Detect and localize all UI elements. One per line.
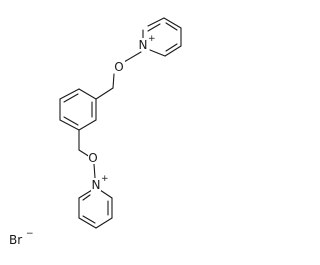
bond (59, 119, 80, 131)
atom-label-bottom-n: N (92, 178, 101, 192)
top-linker (95, 51, 142, 100)
double-bond-inner (63, 93, 79, 103)
bond (78, 189, 93, 199)
double-bond-inner (82, 215, 96, 224)
bond (78, 88, 97, 100)
counterion-label: Br (9, 233, 22, 247)
atom-bottom-o: O (88, 151, 99, 165)
atom-label-top-o: O (114, 60, 123, 74)
bond (59, 88, 80, 100)
bond (99, 189, 113, 199)
atom-bottom-n: N + (91, 174, 109, 192)
bond (95, 217, 113, 229)
double-bond-inner (82, 194, 91, 201)
counterion-charge: − (26, 229, 34, 239)
bromide-counterion: Br − (9, 229, 34, 247)
bond (123, 51, 142, 63)
bond (93, 163, 96, 179)
bottom-pyridinium-ring (78, 189, 113, 229)
charge-bottom-n: + (101, 174, 109, 184)
double-bond-inner (63, 116, 79, 126)
bond (147, 17, 165, 27)
double-bond-inner (165, 22, 178, 31)
bond (78, 217, 97, 229)
atom-top-o: O (114, 60, 125, 74)
double-bond-inner (147, 23, 161, 32)
atom-top-n: N + (138, 34, 156, 52)
charge-top-n: + (148, 34, 156, 44)
chemical-structure-diagram: N + O O N + Br − (9, 17, 182, 247)
double-bond-inner (165, 43, 178, 52)
bond (164, 45, 182, 57)
bond (95, 87, 114, 100)
benzene-ring (59, 88, 97, 131)
bond (163, 17, 182, 29)
bond (78, 119, 97, 131)
bond (149, 49, 166, 57)
atom-label-bottom-o: O (88, 151, 97, 165)
bond (112, 73, 115, 89)
atom-label-top-n: N (139, 38, 148, 52)
